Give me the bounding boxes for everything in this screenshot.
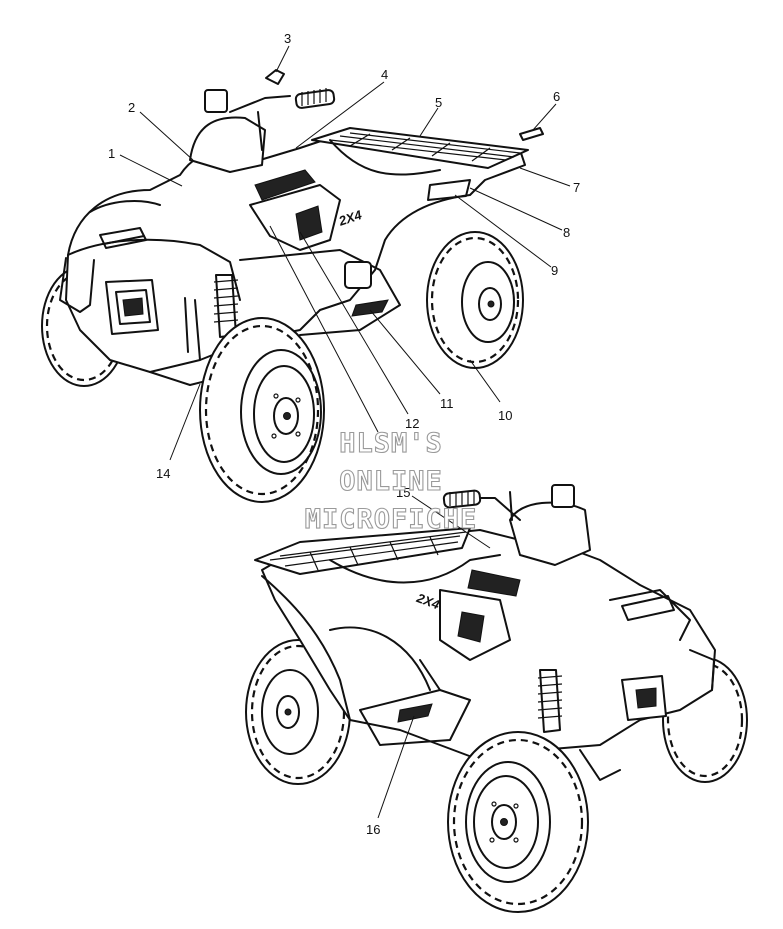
rear-rack-top <box>311 127 529 169</box>
watermark-line-1: HLSM'S <box>339 428 443 459</box>
callout-2: 2 <box>128 100 135 115</box>
watermark: HLSM'S ONLINE MICROFICHE <box>304 427 478 535</box>
footwell-decal-bottom <box>397 703 433 723</box>
leader-lines <box>119 45 571 819</box>
rear-rack-bottom <box>254 527 471 575</box>
callout-15: 15 <box>396 485 410 500</box>
callout-14: 14 <box>156 466 170 481</box>
callout-3: 3 <box>284 31 291 46</box>
callout-10: 10 <box>498 408 512 423</box>
callout-6: 6 <box>553 89 560 104</box>
rear-wheel-top <box>426 231 524 369</box>
decal-part-6 <box>519 127 544 141</box>
front-wheel-top <box>199 317 325 503</box>
callout-7: 7 <box>573 180 580 195</box>
footwell-decal-top <box>351 299 389 317</box>
callout-9: 9 <box>551 263 558 278</box>
callout-11: 11 <box>440 396 454 411</box>
watermark-line-3: MICROFICHE <box>305 504 478 535</box>
side-logo-decal-top <box>254 169 316 201</box>
callout-16: 16 <box>366 822 380 837</box>
watermark-line-2: ONLINE <box>339 466 443 497</box>
callout-8: 8 <box>563 225 570 240</box>
headlight-decal-top <box>122 297 144 317</box>
callout-1: 1 <box>108 146 115 161</box>
handlebar-pod-top <box>189 116 266 173</box>
headlight-decal-bottom <box>635 687 657 709</box>
callout-5: 5 <box>435 95 442 110</box>
callout-12: 12 <box>405 416 419 431</box>
atv-top-drawing: 2X4 <box>41 69 529 503</box>
side-logo-decal-bottom <box>467 569 521 597</box>
front-wheel-bottom <box>447 731 589 913</box>
handlebar-pod-bottom <box>442 484 591 566</box>
front-shock-bottom <box>537 669 563 733</box>
atv-bottom-drawing: 2X4 <box>245 484 748 913</box>
model-decal-text-top: 2X4 <box>336 207 364 229</box>
callout-labels: 1 2 3 4 5 6 7 8 9 10 11 12 14 15 16 <box>108 31 580 837</box>
callout-4: 4 <box>381 67 388 82</box>
